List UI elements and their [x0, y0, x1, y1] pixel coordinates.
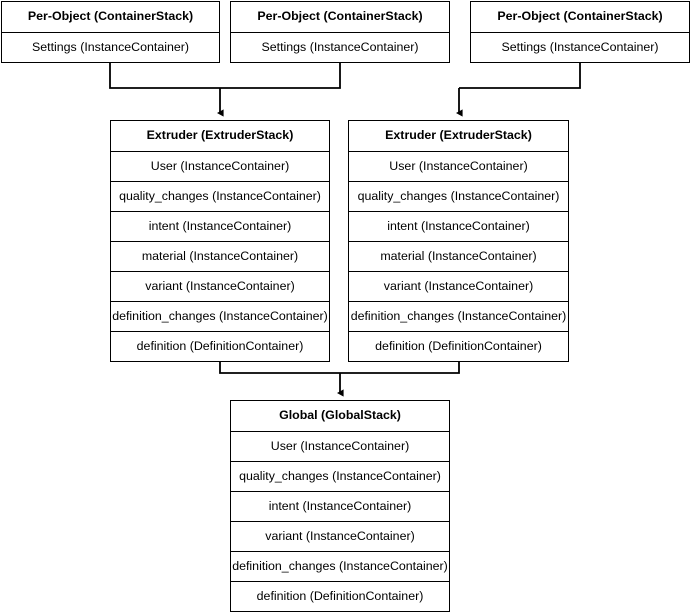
edge-perobject2-to-extruder1 — [220, 61, 341, 89]
node-row-quality-changes: quality_changes (InstanceContainer) — [349, 181, 568, 211]
node-row-variant: variant (InstanceContainer) — [111, 271, 329, 301]
node-row-variant: variant (InstanceContainer) — [231, 521, 449, 551]
edge-extruder1-to-global — [219, 360, 340, 374]
node-per-object-1[interactable]: Per-Object (ContainerStack) Settings (In… — [1, 1, 220, 63]
node-row-user: User (InstanceContainer) — [231, 431, 449, 461]
node-row-quality-changes: quality_changes (InstanceContainer) — [111, 181, 329, 211]
node-header: Extruder (ExtruderStack) — [385, 128, 532, 143]
node-row-definition: definition (DefinitionContainer) — [111, 331, 329, 361]
node-row-intent: intent (InstanceContainer) — [111, 211, 329, 241]
node-extruder-2[interactable]: Extruder (ExtruderStack) User (InstanceC… — [348, 120, 569, 362]
node-row-settings: Settings (InstanceContainer) — [2, 32, 219, 62]
edge-extruder2-to-global — [340, 360, 460, 374]
edge-perobject3-to-extruder2 — [459, 61, 581, 89]
node-header: Per-Object (ContainerStack) — [497, 9, 663, 24]
node-header: Per-Object (ContainerStack) — [257, 9, 423, 24]
node-row-material: material (InstanceContainer) — [349, 241, 568, 271]
node-row-definition-changes: definition_changes (InstanceContainer) — [349, 301, 568, 331]
node-row-definition-changes: definition_changes (InstanceContainer) — [111, 301, 329, 331]
node-header: Per-Object (ContainerStack) — [27, 9, 194, 24]
node-global[interactable]: Global (GlobalStack) User (InstanceConta… — [230, 400, 450, 612]
node-row-intent: intent (InstanceContainer) — [231, 491, 449, 521]
edge-perobject1-to-extruder1 — [109, 61, 220, 89]
node-row-intent: intent (InstanceContainer) — [349, 211, 568, 241]
node-header: Global (GlobalStack) — [279, 408, 401, 423]
node-row-variant: variant (InstanceContainer) — [349, 271, 568, 301]
node-row-definition: definition (DefinitionContainer) — [231, 581, 449, 611]
node-extruder-1[interactable]: Extruder (ExtruderStack) User (InstanceC… — [110, 120, 330, 362]
node-row-definition-changes: definition_changes (InstanceContainer) — [231, 551, 449, 581]
node-row-user: User (InstanceContainer) — [349, 151, 568, 181]
node-row-material: material (InstanceContainer) — [111, 241, 329, 271]
node-per-object-3[interactable]: Per-Object (ContainerStack) Settings (In… — [470, 1, 690, 63]
node-header: Extruder (ExtruderStack) — [146, 128, 294, 143]
node-row-quality-changes: quality_changes (InstanceContainer) — [231, 461, 449, 491]
node-row-settings: Settings (InstanceContainer) — [231, 32, 449, 62]
node-row-definition: definition (DefinitionContainer) — [349, 331, 568, 361]
node-per-object-2[interactable]: Per-Object (ContainerStack) Settings (In… — [230, 1, 450, 63]
node-row-settings: Settings (InstanceContainer) — [471, 32, 689, 62]
node-row-user: User (InstanceContainer) — [111, 151, 329, 181]
